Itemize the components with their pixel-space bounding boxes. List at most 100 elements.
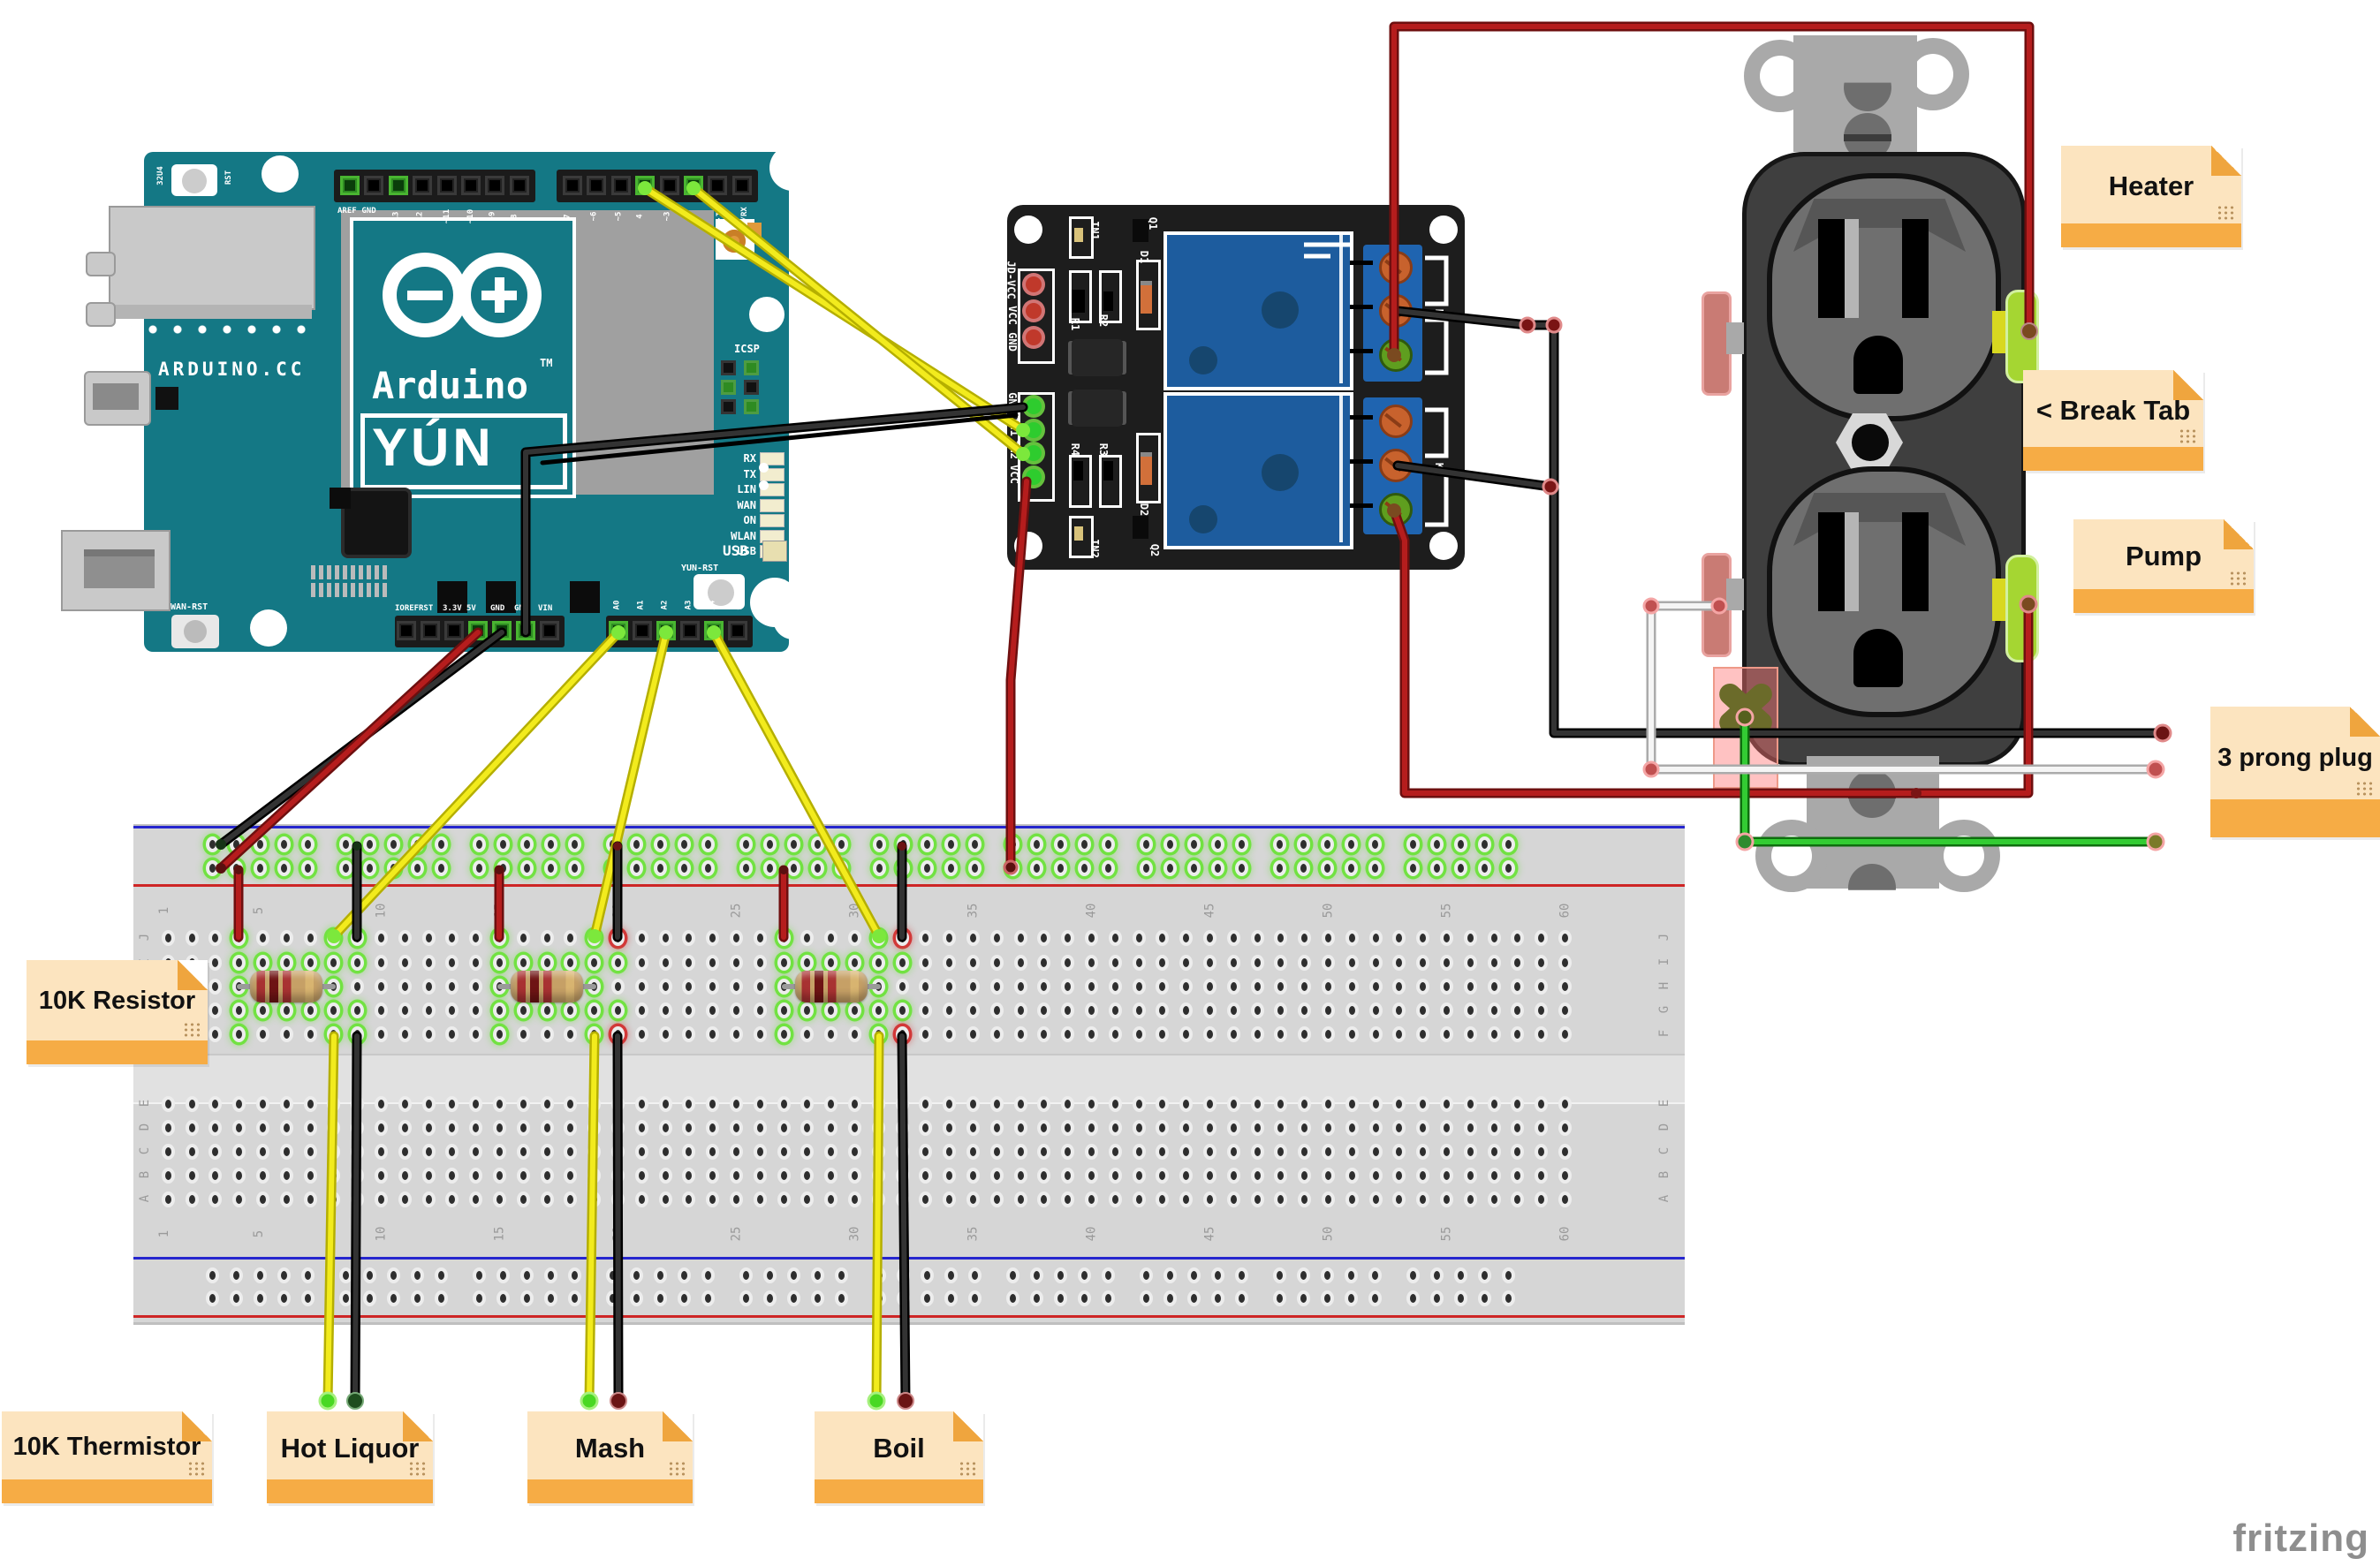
header-pin[interactable]: [731, 176, 752, 195]
note-3-prong-plug[interactable]: 3 prong plug: [2210, 707, 2380, 837]
header-pin[interactable]: [563, 176, 582, 195]
header-pin[interactable]: [680, 621, 700, 640]
terminal-screw[interactable]: [1379, 405, 1413, 438]
vcc-pin[interactable]: [1026, 303, 1042, 319]
header-pin[interactable]: [708, 176, 728, 195]
icsp-pin[interactable]: [744, 380, 759, 395]
header-pin[interactable]: [492, 621, 512, 640]
breadboard-hole: [185, 1096, 199, 1112]
header-pin[interactable]: [587, 176, 607, 195]
note-10k-resistor[interactable]: 10K Resistor: [27, 960, 208, 1064]
header-pin[interactable]: [684, 176, 703, 195]
breadboard-hole: [1368, 860, 1382, 876]
ctrl-in2-pin[interactable]: [1026, 445, 1042, 461]
note-boil[interactable]: Boil: [815, 1411, 983, 1503]
breadboard-hole: [1061, 1144, 1075, 1160]
header-pin[interactable]: [485, 176, 505, 195]
terminal-screw-com2[interactable]: [1379, 493, 1413, 526]
breadboard-hole: [1487, 1002, 1501, 1018]
header-pin[interactable]: [364, 176, 384, 195]
header-pin[interactable]: [444, 621, 464, 640]
icsp-pin[interactable]: [721, 380, 736, 395]
breadboard-hole: [1416, 1144, 1430, 1160]
breadboard-label: 25: [729, 1226, 744, 1242]
header-pin[interactable]: [704, 621, 724, 640]
breadboard-hole: [1487, 1192, 1501, 1207]
breadboard-hole: [208, 1120, 223, 1136]
terminal-screw[interactable]: [1379, 449, 1413, 482]
outlet-duplex[interactable]: [1679, 18, 2050, 936]
note-heater[interactable]: Heater: [2061, 146, 2241, 247]
pin-label: ~5: [614, 211, 624, 222]
icsp-pin[interactable]: [721, 399, 736, 414]
hot-terminal-lower[interactable]: [2005, 555, 2039, 662]
header-pin[interactable]: [540, 621, 559, 640]
arduino-yun-board[interactable]: Arduino TM YÚN ARDUINO.CC 32U4 RST WAN-R…: [61, 145, 815, 652]
breadboard-hole: [919, 1002, 933, 1018]
breadboard-hole: [256, 1168, 269, 1184]
jd-vcc-pin[interactable]: [1026, 276, 1042, 292]
breadboard-hole: [1298, 1120, 1312, 1136]
header-pin[interactable]: [609, 621, 628, 640]
breadboard-hole: [1440, 1120, 1453, 1136]
note-10k-thermistor[interactable]: 10K Thermistor: [2, 1411, 212, 1503]
relay-module-2ch[interactable]: JD-VCC VCC GND GND IN1 IN2 VCC IN1 R1 R2…: [1005, 205, 1465, 570]
breadboard-hole: [303, 1002, 317, 1018]
terminal-screw[interactable]: [1379, 251, 1413, 284]
header-pin[interactable]: [413, 176, 433, 195]
d2-box: [1136, 433, 1161, 503]
resistor-10k-1[interactable]: [250, 971, 322, 1002]
header-pin[interactable]: [461, 176, 481, 195]
gnd-pin[interactable]: [1026, 329, 1042, 345]
resistor-10k-3[interactable]: [795, 971, 868, 1002]
ctrl-gnd-pin[interactable]: [1026, 398, 1042, 414]
header-pin[interactable]: [509, 176, 529, 195]
breadboard-hole: [1013, 1192, 1027, 1207]
note-label: 3 prong plug: [2217, 744, 2373, 772]
breadboard-hole: [1535, 930, 1549, 946]
breadboard-hole: [1037, 930, 1051, 946]
header-pin[interactable]: [516, 621, 535, 640]
note-grip-dots-icon: [187, 1461, 207, 1477]
resistor-10k-2[interactable]: [511, 971, 583, 1002]
header-pin[interactable]: [656, 621, 676, 640]
breadboard-hole: [897, 836, 910, 852]
breadboard-hole: [1037, 1168, 1051, 1184]
note-break-tab[interactable]: < Break Tab: [2023, 370, 2203, 471]
breadboard-hole: [989, 979, 1004, 995]
header-pin[interactable]: [633, 621, 652, 640]
breadboard-hole: [1203, 1120, 1217, 1136]
icsp-pin[interactable]: [721, 360, 736, 375]
note-mash[interactable]: Mash: [527, 1411, 693, 1503]
note-pump[interactable]: Pump: [2073, 519, 2254, 613]
breadboard-hole: [232, 930, 246, 946]
icsp-pin[interactable]: [744, 399, 759, 414]
note-hot-liquor[interactable]: Hot Liquor: [267, 1411, 433, 1503]
header-pin[interactable]: [388, 176, 408, 195]
breadboard-hole: [654, 836, 667, 852]
terminal-screw-com1[interactable]: [1379, 338, 1413, 372]
breadboard-hole: [966, 955, 980, 971]
yun-rst-label: YUN-RST: [681, 564, 719, 573]
header-pin[interactable]: [610, 176, 631, 195]
header-pin[interactable]: [436, 176, 457, 195]
breadboard-hole: [1535, 1144, 1549, 1160]
header-pin[interactable]: [340, 176, 360, 195]
header-pin[interactable]: [659, 176, 679, 195]
header-pin[interactable]: [397, 621, 416, 640]
breadboard-hole: [1085, 1168, 1098, 1184]
ctrl-in1-pin[interactable]: [1026, 422, 1042, 438]
terminal-screw[interactable]: [1379, 294, 1413, 328]
breadboard-hole: [1013, 1168, 1027, 1184]
header-pin[interactable]: [728, 621, 747, 640]
ctrl-vcc-pin[interactable]: [1026, 469, 1042, 485]
icsp-pin[interactable]: [744, 360, 759, 375]
q2-part: [1133, 516, 1148, 539]
breadboard-hole: [968, 860, 982, 876]
header-pin[interactable]: [635, 176, 656, 195]
header-pin[interactable]: [421, 621, 440, 640]
pin-label: 0/RX: [739, 207, 749, 226]
header-pin[interactable]: [468, 621, 488, 640]
breadboard-hole: [966, 1120, 980, 1136]
